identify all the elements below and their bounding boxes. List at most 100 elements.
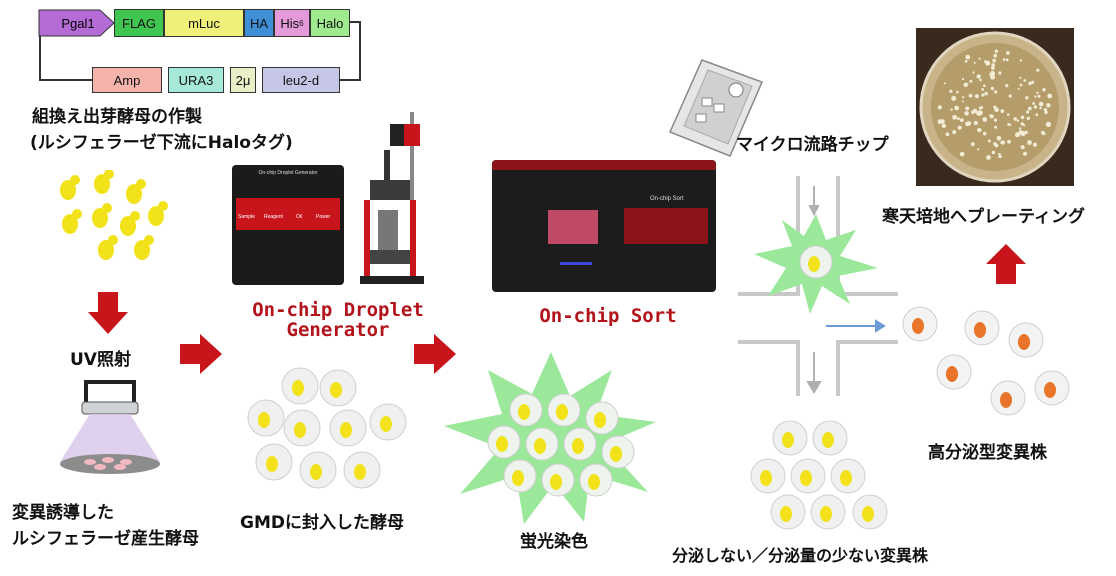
- sort-title: On-chip Sort: [539, 305, 677, 327]
- colony: [970, 110, 975, 115]
- his-sup: 6: [299, 18, 304, 28]
- colony: [991, 63, 995, 67]
- stain-label: 蛍光染色: [520, 532, 588, 552]
- yeast-cell: [840, 470, 852, 486]
- colony: [1031, 80, 1035, 84]
- colony: [992, 58, 997, 63]
- sort-badge: On-chip Sort: [650, 196, 684, 202]
- colony: [981, 93, 985, 97]
- colony: [1019, 59, 1023, 62]
- microscope-stand: [360, 112, 424, 284]
- flag-segment: FLAG: [114, 9, 164, 37]
- colony: [1037, 94, 1041, 98]
- his-label: His: [280, 15, 300, 31]
- yeast-cell: [862, 506, 874, 522]
- colony: [981, 88, 985, 91]
- colony: [977, 127, 982, 133]
- colony: [1028, 81, 1032, 86]
- colony: [1017, 87, 1020, 90]
- yeast-cell: [1044, 382, 1056, 398]
- promoter-arrow: [38, 9, 115, 37]
- generator-panel: [236, 198, 340, 230]
- yeast-cell: [62, 214, 78, 234]
- colony: [965, 121, 970, 127]
- colony: [990, 86, 995, 91]
- generator-title-2: Generator: [286, 319, 390, 341]
- colony: [977, 148, 980, 151]
- colony: [984, 91, 988, 96]
- colony: [965, 106, 970, 111]
- yeast-cell: [512, 470, 524, 486]
- yeast-cell: [822, 432, 834, 448]
- yeast-cell: [1018, 334, 1030, 350]
- colony: [1019, 76, 1022, 79]
- colony: [990, 70, 996, 76]
- low-secretor-label: 分泌しない／分泌量の少ない変異株: [672, 546, 929, 565]
- colony: [1045, 121, 1051, 127]
- colony: [990, 74, 996, 80]
- colony: [1044, 110, 1048, 115]
- colony: [989, 114, 992, 117]
- yeast-cell: [808, 256, 820, 272]
- colony: [960, 118, 964, 123]
- yeast-cell: [148, 206, 164, 226]
- colony: [941, 119, 944, 122]
- colony: [1023, 124, 1026, 127]
- colony: [1027, 106, 1032, 111]
- yeast-cell: [780, 506, 792, 522]
- button-reagent: Reagent: [264, 214, 283, 220]
- colony: [954, 105, 959, 110]
- yeast-cell: [92, 208, 108, 228]
- colony: [957, 125, 962, 130]
- mutant-label-1: 変異誘導した: [12, 503, 114, 523]
- yeast-cell: [572, 438, 584, 454]
- yeast-cell: [912, 318, 924, 334]
- colony: [941, 123, 947, 128]
- colony: [1005, 58, 1009, 62]
- colony: [1035, 113, 1039, 117]
- colony: [1042, 132, 1046, 136]
- colony: [1006, 51, 1010, 55]
- colony: [1036, 91, 1039, 95]
- colony: [1000, 109, 1005, 113]
- yeast-cell: [258, 412, 270, 428]
- colony: [1000, 141, 1003, 144]
- colony: [966, 83, 969, 86]
- promoter-label: Pgal1: [61, 15, 95, 31]
- colony: [994, 49, 999, 53]
- colony: [965, 54, 971, 60]
- colony: [1040, 103, 1044, 106]
- low-secretor-cells: [750, 420, 888, 530]
- colony: [985, 60, 991, 66]
- colony: [1016, 119, 1019, 122]
- yeast-cell: [380, 416, 392, 432]
- yeast-cell: [94, 174, 110, 194]
- colony: [978, 57, 981, 60]
- button-sample: Sample: [238, 214, 255, 220]
- make-yeast-subtitle: (ルシフェラーゼ下流にHaloタグ): [30, 133, 293, 153]
- colony: [973, 61, 976, 64]
- colony: [994, 90, 998, 94]
- yeast-cell: [760, 470, 772, 486]
- colony: [1026, 116, 1031, 121]
- yeast-cell: [556, 404, 568, 420]
- colony: [1020, 145, 1025, 150]
- colony: [974, 94, 979, 99]
- chip-label: マイクロ流路チップ: [736, 135, 889, 155]
- colony: [1046, 103, 1051, 108]
- button-power: Power: [316, 214, 331, 220]
- yeast-cell: [310, 464, 322, 480]
- colony: [961, 96, 965, 99]
- colony: [977, 110, 983, 116]
- colony: [949, 89, 953, 93]
- yeast-cell: [266, 456, 278, 472]
- yeast-cell: [120, 216, 136, 236]
- colony: [969, 79, 973, 83]
- yeast-cell: [60, 180, 76, 200]
- colony: [1034, 95, 1037, 98]
- gmd-droplets: [247, 367, 407, 489]
- yeast-cell: [134, 240, 150, 260]
- gmd-label: GMDに封入した酵母: [240, 513, 404, 533]
- colony: [1023, 79, 1027, 82]
- colony: [1027, 140, 1032, 145]
